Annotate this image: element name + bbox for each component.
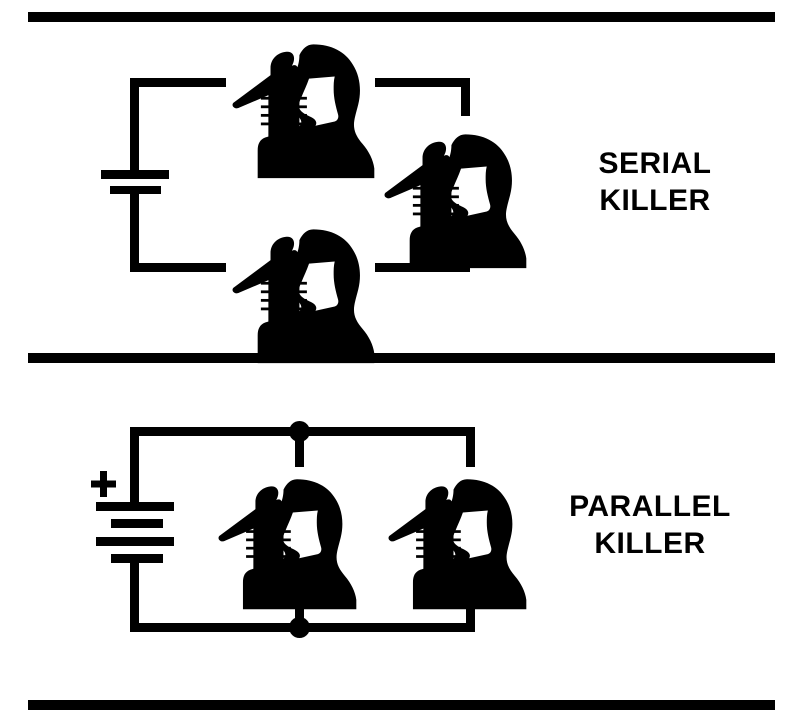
bottom-rule: [28, 700, 775, 710]
killer-silhouette-icon: [232, 44, 375, 179]
killer-silhouette-icon: [384, 134, 527, 269]
series-panel: SERIAL KILLER: [101, 44, 711, 364]
battery-plate-long: [96, 537, 174, 546]
killer-silhouette-icon: [388, 479, 527, 610]
middle-rule: [28, 353, 775, 363]
parallel-label-line2: KILLER: [594, 527, 705, 560]
parallel-label-line1: PARALLEL: [569, 490, 731, 523]
top-rule: [28, 12, 775, 22]
killer-silhouette-icon: [218, 479, 357, 610]
parallel-battery-symbol: [91, 428, 174, 632]
series-battery-symbol: [101, 78, 169, 272]
battery-plus-marker: [91, 471, 116, 497]
junction-dot-bottom: [289, 617, 310, 638]
battery-plate-long: [101, 170, 169, 179]
series-label-line2: KILLER: [599, 184, 710, 217]
killer-silhouette-icon: [232, 229, 375, 364]
series-label-line1: SERIAL: [598, 147, 711, 180]
battery-plate-short: [111, 519, 163, 528]
battery-plate-long: [96, 502, 174, 511]
parallel-panel: PARALLEL KILLER: [91, 421, 731, 638]
junction-dot-top: [289, 421, 310, 442]
